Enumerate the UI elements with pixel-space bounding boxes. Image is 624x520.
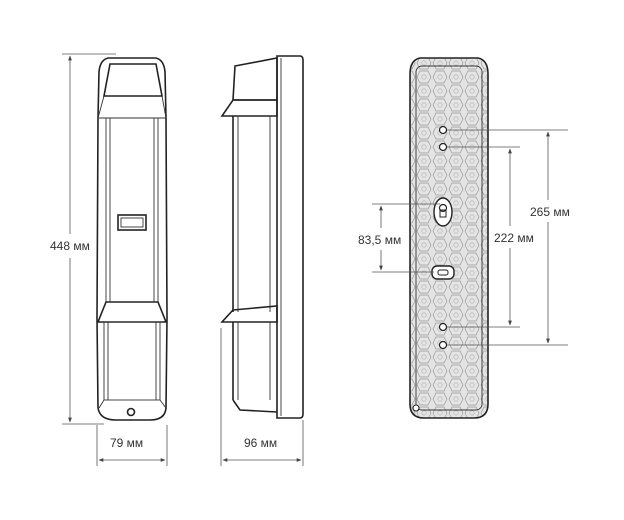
rear-mid-dimension: 222 мм: [447, 146, 534, 328]
front-height-dimension: 448 мм: [50, 53, 116, 425]
front-width-dimension: 79 мм: [96, 425, 168, 466]
side-view: [220, 55, 304, 419]
front-view: [96, 57, 168, 421]
rear-mid-label: 222 мм: [494, 231, 534, 245]
rear-small-dimension: 83,5 мм: [358, 203, 440, 273]
rear-large-label: 265 мм: [530, 205, 570, 219]
side-depth-label: 96 мм: [244, 436, 277, 450]
mount-hole-2: [438, 142, 448, 152]
mount-hole-3: [438, 322, 448, 332]
cable-entry: [431, 265, 455, 280]
side-depth-dimension: 96 мм: [220, 328, 304, 466]
rear-small-label: 83,5 мм: [358, 233, 401, 247]
mount-hole-1: [438, 125, 448, 135]
rear-large-dimension: 265 мм: [447, 129, 570, 346]
front-width-label: 79 мм: [110, 436, 143, 450]
rear-view: [409, 57, 489, 419]
mount-hole-4: [438, 340, 448, 350]
front-height-label: 448 мм: [50, 239, 90, 253]
